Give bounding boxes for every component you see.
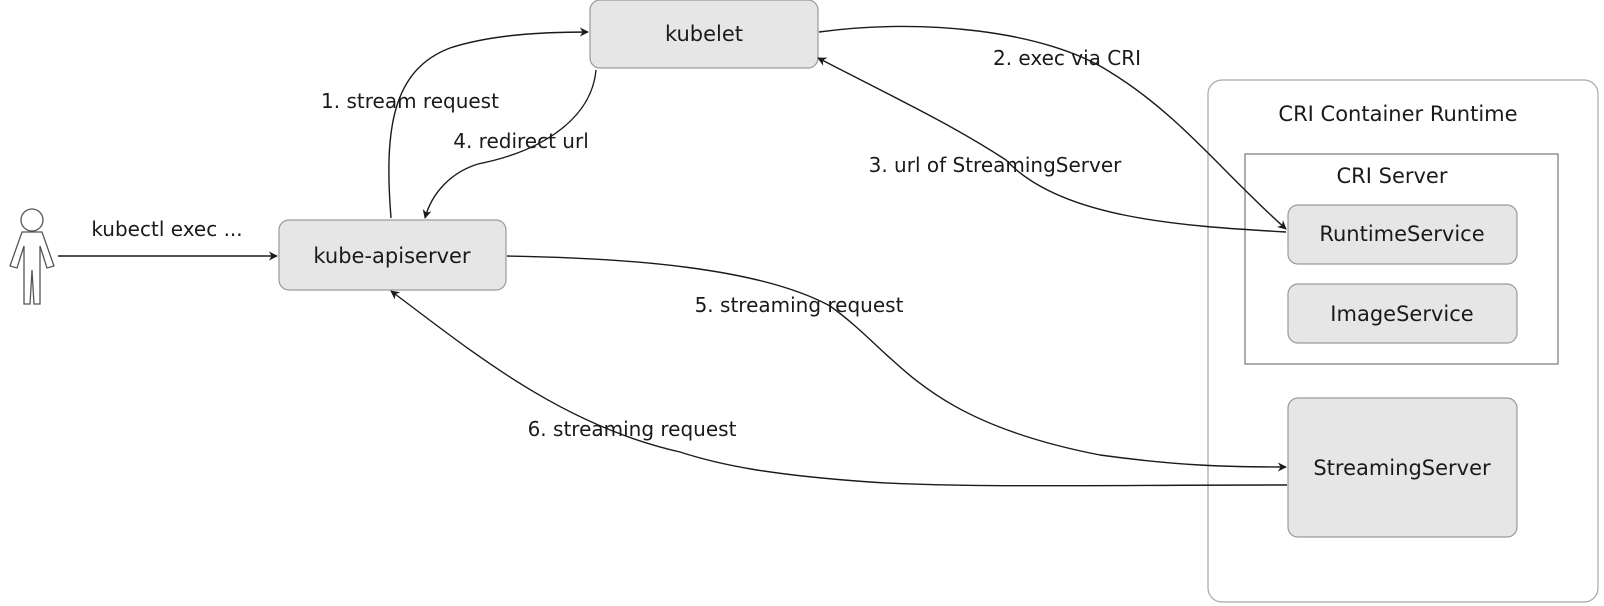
user-command-label: kubectl exec ... [91,217,242,241]
kube-apiserver-label: kube-apiserver [313,244,471,268]
kubelet-label: kubelet [665,22,743,46]
stream-request-arrow [388,27,589,219]
image-service-label: ImageService [1330,302,1473,326]
cri-container-runtime-label: CRI Container Runtime [1278,102,1517,126]
runtime-service-node: RuntimeService [1287,204,1518,265]
step1-label: 1. stream request [321,89,499,113]
user-icon [9,208,55,305]
step5-label: 5. streaming request [695,293,904,317]
step2-label: 2. exec via CRI [993,46,1141,70]
url-of-streaming-server-arrow [817,57,1287,233]
streaming-server-node: StreamingServer [1287,397,1518,538]
streaming-request-6-arrow [390,290,1288,487]
runtime-service-label: RuntimeService [1319,222,1484,246]
redirect-url-arrow [422,69,597,219]
kube-apiserver-node: kube-apiserver [278,219,507,291]
streaming-request-5-arrow [506,255,1287,472]
streaming-server-label: StreamingServer [1313,456,1491,480]
image-service-node: ImageService [1287,283,1518,344]
exec-via-cri-arrow [818,25,1287,230]
step3-label: 3. url of StreamingServer [869,153,1123,177]
step6-label: 6. streaming request [528,417,737,441]
step4-label: 4. redirect url [453,129,589,153]
kubelet-node: kubelet [589,0,819,69]
cri-server-label: CRI Server [1337,164,1448,188]
